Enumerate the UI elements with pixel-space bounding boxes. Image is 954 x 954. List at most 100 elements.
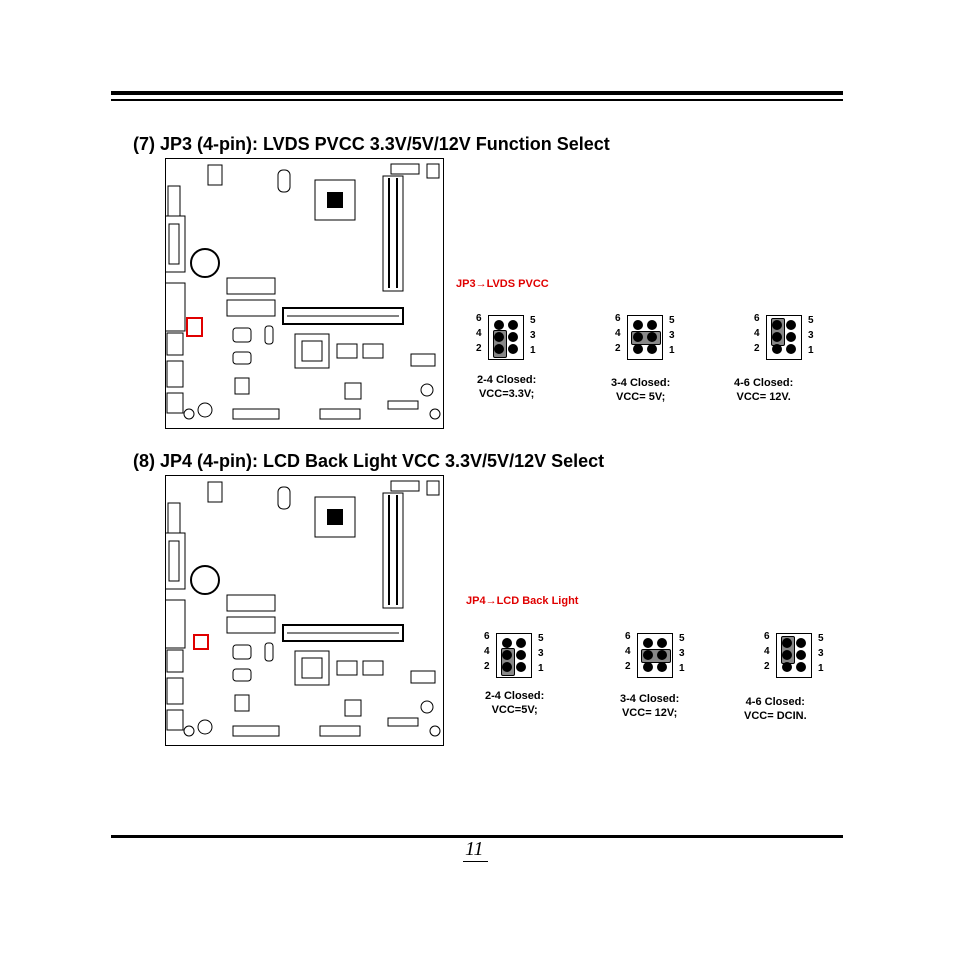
page-number: 11 [465, 838, 484, 860]
pin-label: 6 [625, 631, 631, 642]
bottom-rule [111, 835, 843, 838]
jumper-header [488, 315, 524, 360]
pin-label: 4 [764, 646, 770, 657]
caption-line-2: VCC= 12V; [621, 707, 678, 719]
jumper-pin [494, 332, 504, 342]
jumper-pin [657, 662, 667, 672]
jumper-header [496, 633, 532, 678]
jumper-caption: 4-6 Closed: VCC= DCIN. [744, 695, 807, 723]
jumper-diagram: 6 4 2 5 3 1 [476, 313, 536, 363]
caption-line-2: VCC= DCIN. [744, 710, 807, 722]
pin-label: 3 [808, 330, 814, 341]
jumper-pin [782, 638, 792, 648]
pin-label: 2 [476, 343, 482, 354]
jumper-pin [786, 320, 796, 330]
jumper-header [637, 633, 673, 678]
caption-line-1: 2-4 Closed: [477, 374, 537, 386]
jumper-caption: 2-4 Closed: VCC=3.3V; [477, 373, 536, 401]
pin-label: 4 [615, 328, 621, 339]
top-rule-thin [111, 99, 843, 101]
page-number-underline [463, 861, 488, 862]
jumper-pin [516, 638, 526, 648]
jp3-callout: JP3→LVDS PVCC [456, 278, 549, 290]
pin-label: 3 [818, 648, 824, 659]
pin-label: 1 [530, 345, 536, 356]
jumper-pin [516, 650, 526, 660]
jumper-caption: 3-4 Closed:VCC= 5V; [611, 376, 670, 404]
pin-label: 6 [764, 631, 770, 642]
jumper-diagram: 6 4 2 5 3 1 [754, 313, 814, 363]
jumper-pin [643, 662, 653, 672]
jumper-caption: 3-4 Closed: VCC= 12V; [620, 692, 679, 720]
jumper-pin [633, 332, 643, 342]
pin-label: 6 [615, 313, 621, 324]
pin-label: 4 [484, 646, 490, 657]
jp4-callout: JP4→LCD Back Light [466, 595, 579, 607]
jumper-pin [508, 344, 518, 354]
pin-label: 2 [484, 661, 490, 672]
jumper-pin [782, 662, 792, 672]
caption-line-2: VCC=5V; [491, 704, 538, 716]
jumper-pin [772, 320, 782, 330]
caption-line-1: 3-4 Closed: [620, 693, 680, 705]
jumper-pin [633, 320, 643, 330]
pin-label: 6 [754, 313, 760, 324]
jumper-pin [796, 638, 806, 648]
top-rule-thick [111, 91, 843, 95]
pin-label: 2 [754, 343, 760, 354]
jumper-header [776, 633, 812, 678]
pin-label: 6 [476, 313, 482, 324]
jumper-pin [643, 638, 653, 648]
pin-label: 2 [615, 343, 621, 354]
jp4-board-diagram [165, 475, 444, 746]
jumper-pin [647, 320, 657, 330]
pin-label: 2 [625, 661, 631, 672]
jumper-pin [782, 650, 792, 660]
jumper-pin [647, 332, 657, 342]
pin-label: 3 [530, 330, 536, 341]
caption-line-2: VCC=3.3V; [478, 388, 535, 400]
jumper-pin [502, 662, 512, 672]
jumper-pin [494, 344, 504, 354]
jumper-pin [643, 650, 653, 660]
pin-label: 2 [764, 661, 770, 672]
caption-line-2: VCC= 12V. [736, 391, 791, 403]
jumper-header [766, 315, 802, 360]
pin-label: 1 [818, 663, 824, 674]
jumper-pin [502, 638, 512, 648]
jumper-pin [772, 344, 782, 354]
jumper-pin [657, 638, 667, 648]
jumper-caption: 2-4 Closed: VCC=5V; [485, 689, 544, 717]
jumper-pin [494, 320, 504, 330]
pin-label: 4 [476, 328, 482, 339]
pin-label: 4 [754, 328, 760, 339]
jumper-pin [502, 650, 512, 660]
pin-label: 5 [808, 315, 814, 326]
jumper-pin [657, 650, 667, 660]
jumper-pin [796, 650, 806, 660]
section-8-heading: (8) JP4 (4-pin): LCD Back Light VCC 3.3V… [133, 451, 605, 471]
jumper-pin [786, 332, 796, 342]
jumper-pin [796, 662, 806, 672]
caption-line-1: 4-6 Closed: [745, 696, 805, 708]
jumper-pin [786, 344, 796, 354]
caption-line-1: 2-4 Closed: [485, 690, 545, 702]
jumper-header [627, 315, 663, 360]
jumper-pin [633, 344, 643, 354]
pin-label: 4 [625, 646, 631, 657]
pin-label: 1 [679, 663, 685, 674]
jumper-pin [508, 320, 518, 330]
pin-label: 1 [538, 663, 544, 674]
pin-label: 3 [679, 648, 685, 659]
jumper-pin [516, 662, 526, 672]
caption-line-1: 4-6 Closed: [734, 377, 794, 389]
jumper-pin [508, 332, 518, 342]
pin-label: 3 [669, 330, 675, 341]
pin-label: 1 [808, 345, 814, 356]
jumper-caption: 4-6 Closed: VCC= 12V. [734, 376, 793, 404]
pin-label: 5 [538, 633, 544, 644]
pin-label: 5 [530, 315, 536, 326]
